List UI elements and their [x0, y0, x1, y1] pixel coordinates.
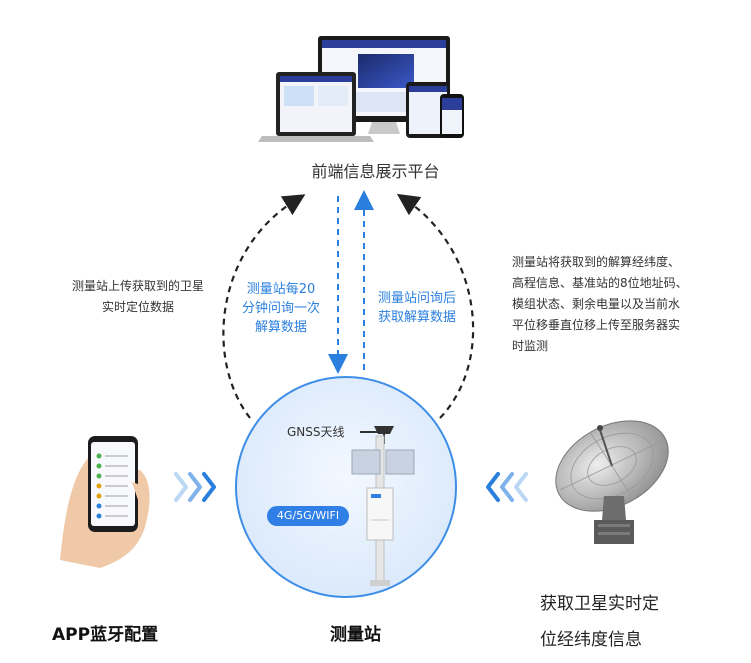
right-note-line2: 高程信息、基准站的8位地址码、: [512, 276, 688, 290]
upload-arrow-right: [396, 193, 475, 419]
antenna-icon: [374, 426, 394, 434]
left-note-line1: 测量站上传获取到的卫星: [71, 279, 204, 293]
satellite-label-line2: 位经纬度信息: [540, 630, 642, 650]
platform-devices-illustration: [258, 36, 464, 142]
query-down-line3: 解算数据: [254, 320, 307, 335]
satellite-dish-illustration: [555, 420, 669, 544]
left-upload-note: 测量站上传获取到的卫星 实时定位数据: [58, 276, 218, 318]
chevrons-right-icon: [174, 472, 216, 502]
station-circle: [235, 376, 457, 598]
satellite-label-line1: 获取卫星实时定: [540, 594, 659, 614]
query-down-line2: 分钟问询一次: [241, 301, 320, 316]
query-down-line1: 测量站每20: [246, 282, 316, 297]
right-note-line1: 测量站将获取到的解算经纬度、: [512, 255, 681, 269]
query-up-line2: 获取解算数据: [377, 310, 456, 325]
left-note-line2: 实时定位数据: [101, 300, 174, 314]
hand-phone-illustration: [60, 436, 150, 568]
upload-arrow-left: [222, 194, 306, 419]
chevrons-left-icon: [486, 472, 528, 502]
right-upload-note: 测量站将获取到的解算经纬度、 高程信息、基准站的8位地址码、 模组状态、剩余电量…: [512, 252, 722, 357]
query-down-note: 测量站每20 分钟问询一次 解算数据: [236, 280, 326, 337]
network-badge: 4G/5G/WIFI: [267, 506, 349, 526]
right-note-line4: 平位移垂直位移上传至服务器实: [512, 318, 681, 332]
query-up-note: 测量站问询后 获取解算数据: [372, 289, 462, 327]
gnss-station-illustration: [351, 426, 415, 586]
satellite-label: 获取卫星实时定 位经纬度信息: [540, 586, 710, 658]
query-up-line1: 测量站问询后: [377, 291, 456, 306]
platform-label: 前端信息展示平台: [311, 162, 440, 181]
gnss-antenna-label: GNSS天线: [287, 425, 345, 439]
right-note-line5: 时监测: [512, 339, 549, 353]
station-label: 测量站: [330, 625, 381, 645]
app-label: APP蓝牙配置: [52, 625, 159, 645]
right-note-line3: 模组状态、剩余电量以及当前水: [512, 297, 681, 311]
